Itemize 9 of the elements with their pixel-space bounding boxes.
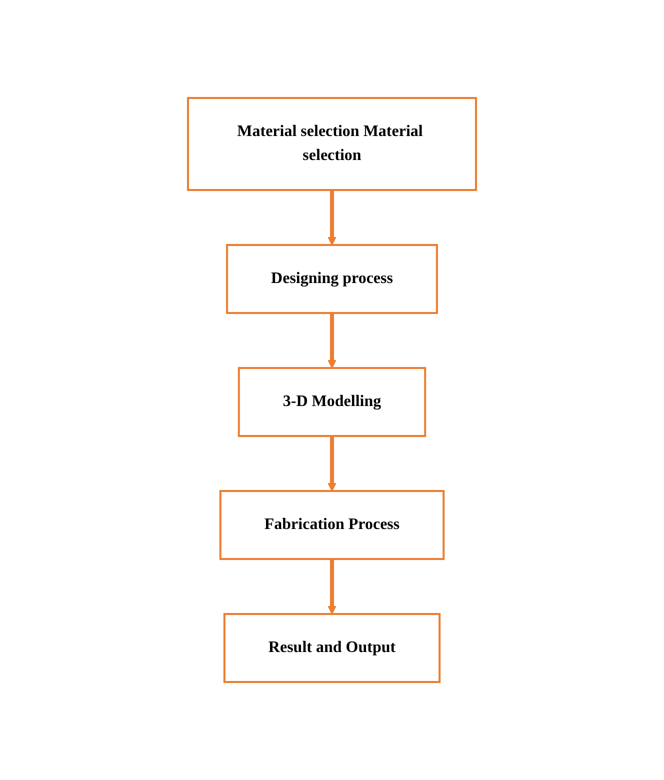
node-box: Fabrication Process xyxy=(219,490,445,560)
node-box: Material selection Material selection xyxy=(187,97,477,191)
node-box: Designing process xyxy=(226,244,438,314)
arrow xyxy=(328,190,336,246)
node-box: 3-D Modelling xyxy=(238,367,426,437)
arrow xyxy=(328,559,336,614)
arrow xyxy=(328,313,336,368)
node-box: Result and Output xyxy=(223,613,441,683)
arrow xyxy=(328,436,336,492)
